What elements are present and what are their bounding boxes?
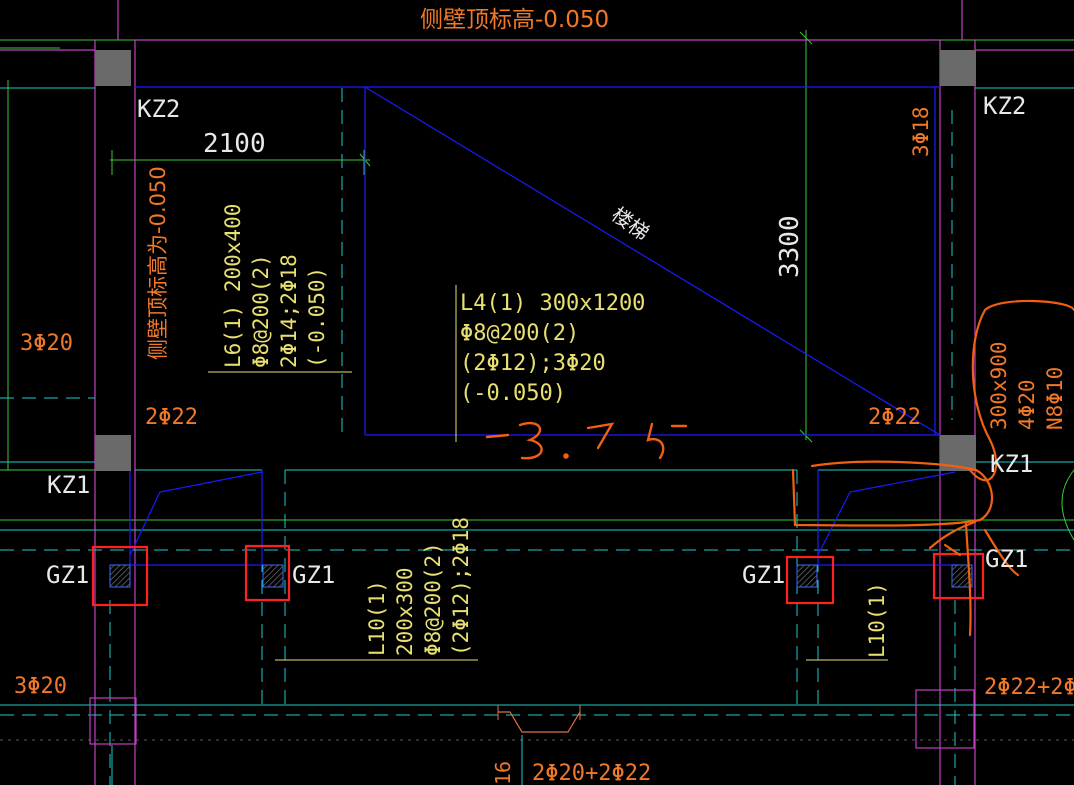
right-section-line-1: 300x900: [987, 341, 1011, 430]
l10-line-3: Φ8@200(2): [421, 542, 445, 656]
l6-line-4: (-0.050): [305, 267, 329, 368]
l10-line-1: L10(1): [365, 580, 389, 656]
kz1-right-label: KZ1: [990, 450, 1033, 478]
orange-markups: [791, 299, 1074, 637]
stair-label: 楼梯: [607, 202, 653, 245]
kz1-left-label: KZ1: [47, 471, 90, 499]
dimension-3300: 3300: [775, 215, 805, 278]
highlight-gz1-a: [91, 545, 149, 607]
rebar-3phi20-bottom: 3Φ20: [14, 674, 67, 699]
rebar-2phi22-right: 2Φ22: [868, 405, 921, 430]
highlight-gz1-b: [244, 544, 291, 602]
gz1-label-a: GZ1: [46, 561, 89, 589]
column-kz2-right: [940, 50, 976, 86]
cyan-wall-lines: [0, 87, 1074, 785]
dimension-2100: 2100: [203, 129, 266, 159]
dip-symbol: [498, 711, 581, 733]
gz1-label-c: GZ1: [742, 561, 785, 589]
right-section-label: 300x900 4Φ20 N8Φ10: [987, 341, 1067, 430]
l10-line-4: (2Φ12);2Φ18: [449, 517, 473, 656]
gz1-label-d: GZ1: [985, 545, 1028, 573]
right-section-line-2: 4Φ20: [1015, 379, 1039, 430]
beam-label-l6: L6(1) 200x400 Φ8@200(2) 2Φ14;2Φ18 (-0.05…: [221, 204, 329, 368]
l4-line-2: Φ8@200(2): [460, 321, 579, 346]
l4-line-3: (2Φ12);3Φ20: [460, 351, 606, 376]
gz-columns: [109, 564, 973, 588]
beam-label-l10-right: L10(1): [865, 582, 889, 658]
left-vertical-title: 侧壁顶标高为-0.050: [146, 166, 170, 360]
l10-line-2: 200x300: [393, 567, 417, 656]
rebar-2phi22-left: 2Φ22: [145, 405, 198, 430]
rebar-3phi20-left: 3Φ20: [20, 331, 73, 356]
gz1-label-b: GZ1: [292, 561, 335, 589]
column-kz1-left: [95, 435, 131, 471]
highlight-gz1-c: [785, 555, 835, 605]
rebar-3phi18: 3Φ18: [909, 106, 933, 157]
top-elevation-title: 侧壁顶标高-0.050: [420, 7, 609, 33]
rebar-bottom-clip: 16: [491, 761, 515, 785]
columns: [89, 50, 976, 749]
yellow-leaders: [208, 285, 888, 661]
kz2-left-label: KZ2: [137, 95, 180, 123]
beam-label-l10: L10(1) 200x300 Φ8@200(2) (2Φ12);2Φ18: [365, 517, 473, 656]
rebar-bottom-center: 2Φ20+2Φ22: [532, 761, 651, 785]
l4-line-4: (-0.050): [460, 381, 566, 406]
handwriting-markup: [485, 422, 688, 460]
rebar-2phi22-plus: 2Φ22+2Φ: [984, 675, 1074, 700]
right-section-line-3: N8Φ10: [1043, 367, 1067, 430]
column-kz2-left: [95, 50, 131, 86]
red-highlight-boxes: [91, 544, 985, 607]
l6-line-1: L6(1) 200x400: [221, 204, 245, 368]
beam-label-l4: L4(1) 300x1200 Φ8@200(2) (2Φ12);3Φ20 (-0…: [460, 291, 645, 406]
l6-line-3: 2Φ14;2Φ18: [277, 254, 301, 368]
l6-line-2: Φ8@200(2): [249, 254, 273, 368]
blue-beam-lines: [129, 86, 956, 566]
kz2-right-label: KZ2: [983, 92, 1026, 120]
l4-line-1: L4(1) 300x1200: [460, 291, 645, 316]
